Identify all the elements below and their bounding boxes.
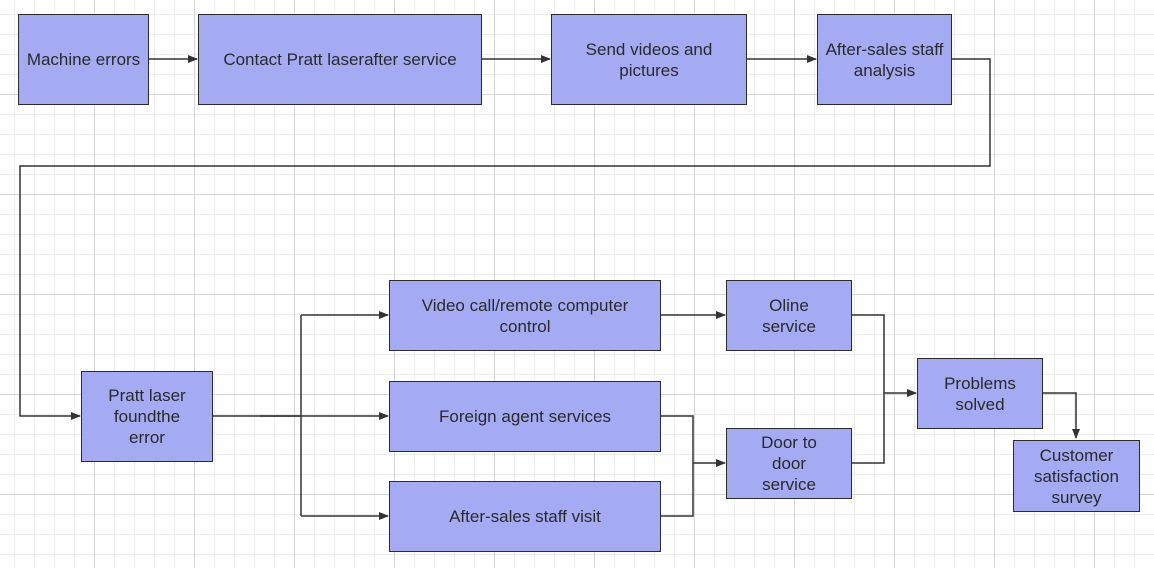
node-staff-analysis[interactable]: After-sales staff analysis <box>817 14 952 105</box>
node-label: Video call/remote computer control <box>421 295 629 336</box>
node-label: Problems solved <box>944 373 1016 414</box>
connector-online-merge <box>851 314 885 393</box>
node-send-media[interactable]: Send videos and pictures <box>551 14 747 105</box>
node-problems-solved[interactable]: Problems solved <box>917 358 1043 429</box>
node-label: After-sales staff analysis <box>825 39 944 80</box>
node-online-service[interactable]: Oline service <box>726 280 852 351</box>
node-label: Pratt laser foundthe error <box>108 386 186 447</box>
connector-solved-to-survey <box>1042 392 1080 439</box>
node-label: Customer satisfaction survey <box>1033 445 1120 507</box>
node-machine-errors[interactable]: Machine errors <box>18 14 149 105</box>
node-label: Machine errors <box>26 50 141 69</box>
node-label: Oline service <box>762 295 816 336</box>
node-label: Send videos and pictures <box>585 39 713 80</box>
node-staff-visit[interactable]: After-sales staff visit <box>389 481 661 552</box>
connector-staff-visit-merge <box>660 463 694 517</box>
node-contact-service[interactable]: Contact Pratt laserafter service <box>198 14 482 105</box>
node-foreign-agent[interactable]: Foreign agent services <box>389 381 661 452</box>
node-label: Contact Pratt laserafter service <box>223 50 457 69</box>
node-label: After-sales staff visit <box>449 507 601 526</box>
node-label: Door to door service <box>761 433 817 494</box>
node-found-error[interactable]: Pratt laser foundthe error <box>81 371 213 462</box>
node-satisfaction-survey[interactable]: Customer satisfaction survey <box>1013 440 1140 512</box>
node-video-call[interactable]: Video call/remote computer control <box>389 280 661 351</box>
node-door-to-door[interactable]: Door to door service <box>726 428 852 499</box>
node-label: Foreign agent services <box>439 407 611 426</box>
connector-foreign-agent-merge <box>660 415 694 463</box>
connector-door-merge <box>851 393 885 464</box>
connector-analysis-to-found-error <box>19 58 991 420</box>
